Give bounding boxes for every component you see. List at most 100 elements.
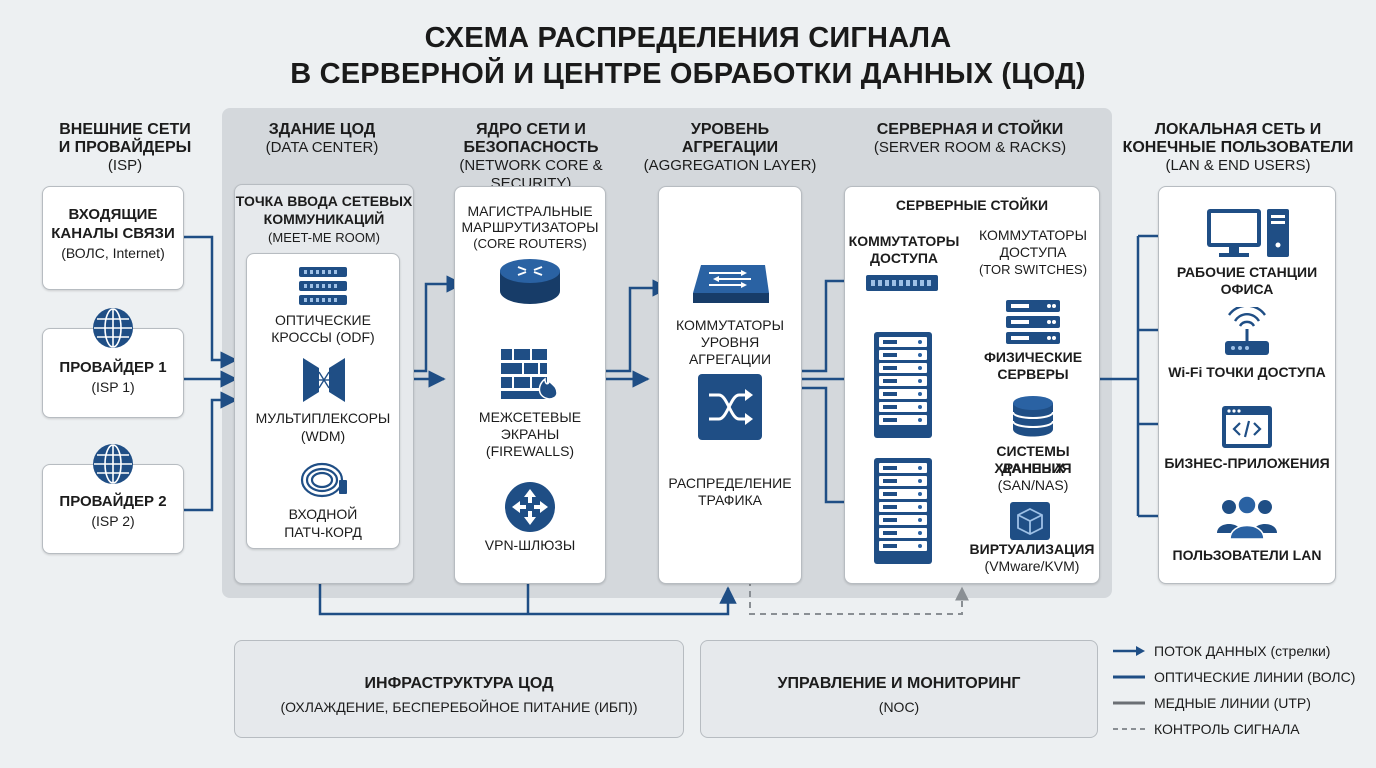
noc-box: УПРАВЛЕНИЕ И МОНИТОРИНГ (NOC) <box>700 640 1098 738</box>
isp2-line2: (ISP 2) <box>91 513 135 529</box>
multiplexer-icon <box>303 358 345 402</box>
column-header-aggregation: УРОВЕНЬ АГРЕГАЦИИ (AGGREGATION LAYER) <box>640 121 820 175</box>
column-header-lan-line2: КОНЕЧНЫЕ ПОЛЬЗОВАТЕЛИ <box>1122 139 1354 156</box>
legend-copper-line-icon <box>1113 701 1145 705</box>
lan-users-label: ПОЛЬЗОВАТЕЛИ LAN <box>1172 547 1322 563</box>
column-header-core-line1: ЯДРО СЕТИ И <box>476 121 586 138</box>
server-racks-card: СЕРВЕРНЫЕ СТОЙКИ КОММУТАТОРЫ ДОСТУПА КОМ… <box>844 186 1100 584</box>
physical-servers-icon <box>1006 300 1060 344</box>
legend-control-label: КОНТРОЛЬ СИГНАЛА <box>1154 721 1300 737</box>
noc-title: УПРАВЛЕНИЕ И МОНИТОРИНГ <box>777 675 1021 692</box>
mmr-title-line1: ТОЧКА ВВОДА СЕТЕВЫХ <box>235 193 413 209</box>
odf-label-line2: КРОССЫ (ODF) <box>271 329 375 345</box>
column-header-external-line2: И ПРОВАЙДЕРЫ <box>58 139 192 156</box>
patch-cord-label-line2: ПАТЧ-КОРД <box>284 524 362 540</box>
users-icon <box>1217 495 1277 540</box>
column-header-external-sub: (ISP) <box>107 157 143 174</box>
isp2-card[interactable]: ПРОВАЙДЕР 2 (ISP 2) <box>42 444 184 554</box>
storage-line2: ДАННЫХ <box>1001 460 1065 476</box>
mmr-title-line2: КОММУНИКАЦИЙ <box>263 211 385 227</box>
column-header-core-line2: БЕЗОПАСНОСТЬ <box>463 139 599 156</box>
firewall-icon <box>501 349 558 400</box>
column-header-server-sub: (SERVER ROOM & RACKS) <box>873 139 1067 156</box>
server-racks-title: СЕРВЕРНЫЕ СТОЙКИ <box>895 197 1049 213</box>
core-routers-line3: (CORE ROUTERS) <box>473 236 587 251</box>
column-header-aggregation-sub: (AGGREGATION LAYER) <box>643 157 817 174</box>
globe-icon <box>93 444 133 484</box>
legend-item-control: КОНТРОЛЬ СИГНАЛА <box>1112 719 1300 739</box>
router-icon <box>500 259 560 304</box>
tor-switches-line3: (TOR SWITCHES) <box>978 262 1088 277</box>
noc-subtitle: (NOC) <box>878 699 920 715</box>
column-header-lan: ЛОКАЛЬНАЯ СЕТЬ И КОНЕЧНЫЕ ПОЛЬЗОВАТЕЛИ (… <box>1120 121 1356 175</box>
patch-cord-label-line1: ВХОДНОЙ <box>288 506 358 522</box>
aggregation-switch-line1: КОММУТАТОРЫ <box>676 317 784 333</box>
column-header-lan-sub: (LAN & END USERS) <box>1165 157 1311 174</box>
column-header-building: ЗДАНИЕ ЦОД (DATA CENTER) <box>232 121 412 157</box>
server-rack-icon <box>874 458 932 564</box>
storage-icon <box>1012 396 1054 437</box>
isp1-card[interactable]: ПРОВАЙДЕР 1 (ISP 1) <box>42 308 184 418</box>
tor-switches-line2: ДОСТУПА <box>999 244 1067 260</box>
legend-copper-label: МЕДНЫЕ ЛИНИИ (UTP) <box>1154 695 1311 711</box>
traffic-distribution-line2: ТРАФИКА <box>697 492 763 508</box>
legend-flow-label: ПОТОК ДАННЫХ (стрелки) <box>1154 643 1331 659</box>
infrastructure-subtitle: (ОХЛАЖДЕНИЕ, БЕСПЕРЕБОЙНОЕ ПИТАНИЕ (ИБП)… <box>280 699 638 715</box>
physical-servers-line1: ФИЗИЧЕСКИЕ <box>983 349 1083 365</box>
virtualization-icon <box>1010 502 1050 540</box>
lan-card: РАБОЧИЕ СТАНЦИИ ОФИСА Wi-Fi ТОЧКИ ДОСТУП… <box>1158 186 1336 584</box>
firewalls-line2: ЭКРАНЫ <box>500 426 560 442</box>
virtualization-line1: ВИРТУАЛИЗАЦИЯ <box>969 541 1095 557</box>
globe-icon <box>93 308 133 348</box>
column-header-aggregation-line1: УРОВЕНЬ <box>690 121 770 138</box>
incoming-channels-line2: КАНАЛЫ СВЯЗИ <box>51 225 175 242</box>
vpn-label: VPN-ШЛЮЗЫ <box>484 537 576 553</box>
wdm-label-line1: МУЛЬТИПЛЕКСОРЫ <box>255 410 391 426</box>
firewalls-line1: МЕЖСЕТЕВЫЕ <box>478 409 582 425</box>
aggregation-switch-line2: УРОВНЯ АГРЕГАЦИИ <box>688 334 772 367</box>
aggregation-switch-icon <box>693 265 769 303</box>
odf-label-line1: ОПТИЧЕСКИЕ <box>275 312 371 328</box>
business-apps-label: БИЗНЕС-ПРИЛОЖЕНИЯ <box>1164 455 1330 471</box>
wifi-access-point-icon <box>1225 307 1269 355</box>
legend-dashed-line-icon <box>1113 728 1145 730</box>
incoming-channels-line1: ВХОДЯЩИЕ <box>68 206 158 223</box>
virtualization-line2: (VMware/KVM) <box>984 558 1080 574</box>
storage-line3: (SAN/NAS) <box>997 477 1069 493</box>
infrastructure-title: ИНФРАСТРУКТУРА ЦОД <box>364 675 554 692</box>
patch-cord-icon <box>300 462 347 498</box>
core-routers-line2: МАРШРУТИЗАТОРЫ <box>461 219 599 235</box>
column-header-building-line1: ЗДАНИЕ ЦОД <box>268 121 376 138</box>
meet-me-room-card: ТОЧКА ВВОДА СЕТЕВЫХ КОММУНИКАЦИЙ (MEET-M… <box>234 184 414 584</box>
traffic-distribution-line1: РАСПРЕДЕЛЕНИЕ <box>668 475 792 491</box>
business-app-icon <box>1222 406 1272 448</box>
infrastructure-box: ИНФРАСТРУКТУРА ЦОД (ОХЛАЖДЕНИЕ, БЕСПЕРЕБ… <box>234 640 684 738</box>
shuffle-icon <box>698 374 762 440</box>
mmr-title-line3: (MEET-ME ROOM) <box>268 230 380 245</box>
patch-panel-icon <box>299 267 347 305</box>
page-title-line1: СХЕМА РАСПРЕДЕЛЕНИЯ СИГНАЛА <box>424 22 952 54</box>
access-switch-icon <box>866 275 938 291</box>
vpn-gateway-icon <box>505 482 555 532</box>
firewalls-line3: (FIREWALLS) <box>485 443 575 459</box>
workstations-line2: ОФИСА <box>1220 281 1274 297</box>
legend-arrow-icon <box>1113 646 1145 656</box>
workstation-icon <box>1207 209 1289 257</box>
column-header-aggregation-line2: АГРЕГАЦИИ <box>681 139 779 156</box>
access-switches-line2: ДОСТУПА <box>869 250 939 266</box>
isp1-line2: (ISP 1) <box>91 379 135 395</box>
wifi-label: Wi-Fi ТОЧКИ ДОСТУПА <box>1168 364 1326 380</box>
network-core-card: МАГИСТРАЛЬНЫЕ МАРШРУТИЗАТОРЫ (CORE ROUTE… <box>454 186 606 584</box>
core-routers-line1: МАГИСТРАЛЬНЫЕ <box>467 203 593 219</box>
server-rack-icon <box>874 332 932 438</box>
incoming-channels-card[interactable]: ВХОДЯЩИЕ КАНАЛЫ СВЯЗИ (ВОЛС, Internet) <box>42 186 184 290</box>
column-header-building-sub: (DATA CENTER) <box>265 139 379 156</box>
workstations-line1: РАБОЧИЕ СТАНЦИИ <box>1176 264 1318 280</box>
mmr-inner-panel: ОПТИЧЕСКИЕ КРОССЫ (ODF) МУЛЬТИПЛЕКСОРЫ (… <box>246 253 400 549</box>
column-header-server: СЕРВЕРНАЯ И СТОЙКИ (SERVER ROOM & RACKS) <box>850 121 1090 157</box>
isp2-line1: ПРОВАЙДЕР 2 <box>59 493 167 510</box>
tor-switches-line1: КОММУТАТОРЫ <box>979 227 1087 243</box>
legend-item-flow: ПОТОК ДАННЫХ (стрелки) <box>1112 641 1330 661</box>
legend-item-optical: ОПТИЧЕСКИЕ ЛИНИИ (ВОЛС) <box>1112 667 1355 687</box>
aggregation-card: КОММУТАТОРЫ УРОВНЯ АГРЕГАЦИИ РАСПРЕДЕЛЕН… <box>658 186 802 584</box>
